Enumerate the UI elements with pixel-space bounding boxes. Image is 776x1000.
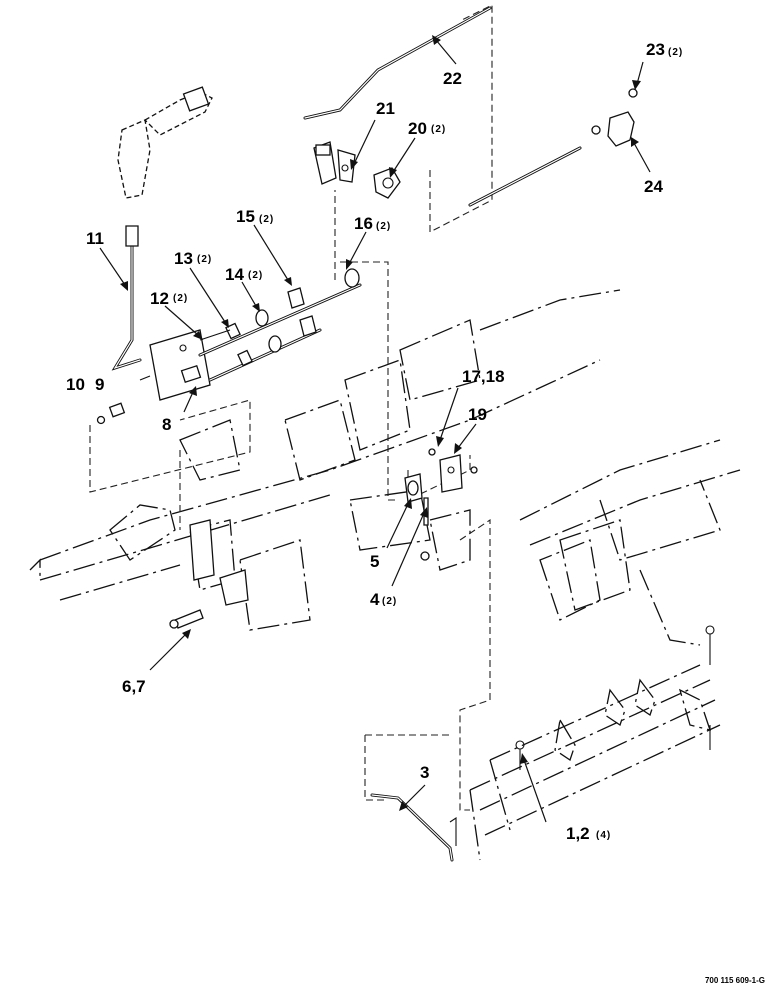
part-11-handle xyxy=(111,86,213,371)
callout-14-qty: (2) xyxy=(248,270,263,281)
leader-frames xyxy=(89,4,493,811)
part-22-rod xyxy=(303,6,492,120)
callout-4-qty: (2) xyxy=(382,596,397,607)
callout-16: 16 xyxy=(354,214,373,233)
callout-19: 19 xyxy=(468,405,487,424)
drawing-code: 700 115 609-1-G xyxy=(705,976,765,985)
callout-12-qty: (2) xyxy=(173,293,188,304)
callout-10: 10 xyxy=(66,375,85,394)
callout-20: 20 xyxy=(408,119,427,138)
part-24-rod xyxy=(468,88,638,207)
callout-23: 23 xyxy=(646,40,665,59)
callout-15: 15 xyxy=(236,207,255,226)
frame-phantom xyxy=(29,289,741,646)
callout-14: 14 xyxy=(225,265,244,284)
callout-13: 13 xyxy=(174,249,193,268)
part-21-bellcrank xyxy=(313,141,401,199)
callout-16-qty: (2) xyxy=(376,221,391,232)
callout-24: 24 xyxy=(644,177,663,196)
callout-3: 3 xyxy=(420,763,429,782)
header-tube-assembly xyxy=(469,625,721,861)
callout-15-qty: (2) xyxy=(259,214,274,225)
parts-4-5-17-19 xyxy=(404,448,478,561)
callout-22: 22 xyxy=(443,69,462,88)
callout-20-qty: (2) xyxy=(431,124,446,135)
callout-11: 11 xyxy=(86,229,104,248)
callout-1-2: 1,2 xyxy=(566,824,590,843)
leaders xyxy=(99,35,651,823)
parts-9-10 xyxy=(96,402,126,425)
callout-5: 5 xyxy=(370,552,379,571)
callout-17-18: 17,18 xyxy=(462,367,505,386)
callout-labels: 22 23 (2) 21 20 (2) 24 11 15 (2) 16 (2) … xyxy=(66,40,683,843)
callout-4: 4 xyxy=(370,590,380,609)
callout-21: 21 xyxy=(376,99,395,118)
callout-12: 12 xyxy=(150,289,169,308)
callout-9: 9 xyxy=(95,375,104,394)
callout-8: 8 xyxy=(162,415,171,434)
callout-6-7: 6,7 xyxy=(122,677,146,696)
callout-13-qty: (2) xyxy=(197,254,212,265)
callout-23-qty: (2) xyxy=(668,47,683,58)
part-8-bracket xyxy=(149,329,211,401)
parts-6-7 xyxy=(169,519,249,629)
callout-1-2-qty: (4) xyxy=(596,830,611,841)
part-3-rod xyxy=(370,793,457,862)
parts-13-16-rods xyxy=(139,268,362,382)
